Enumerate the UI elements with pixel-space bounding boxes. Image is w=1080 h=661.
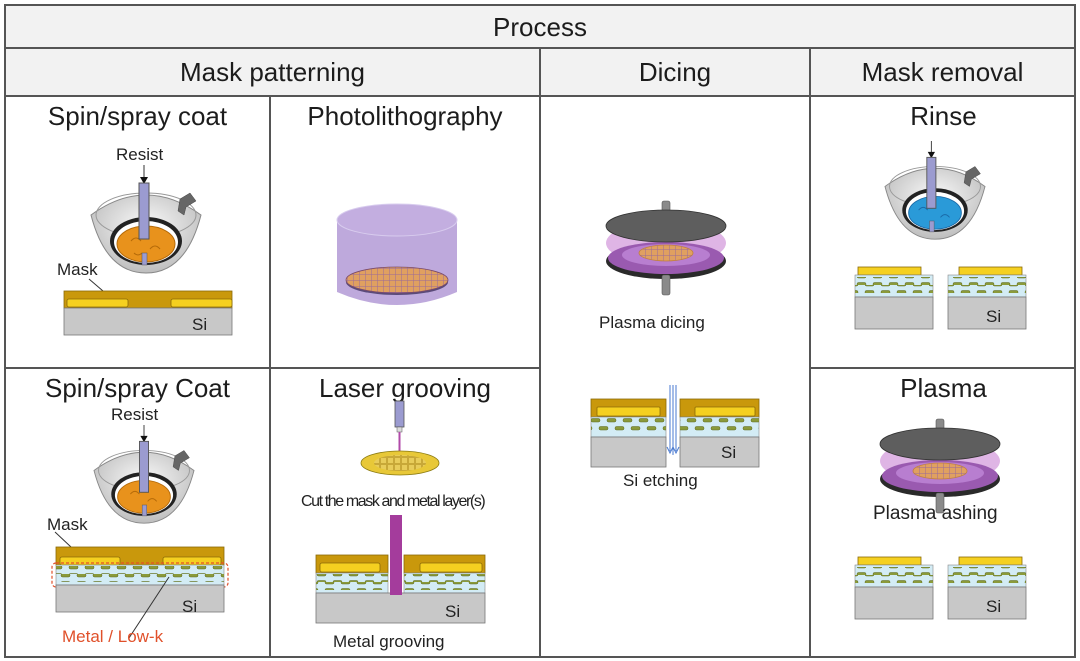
divider <box>809 367 1076 369</box>
metal-grooving-cross-section <box>315 515 486 624</box>
metal-lowk-cross-section <box>51 531 229 639</box>
exposure-chamber-illustration <box>336 203 458 305</box>
mask-label: Mask <box>47 515 88 534</box>
group-label: Dicing <box>638 56 712 87</box>
resist-label: Resist <box>111 405 159 424</box>
cell-plasma-ashing: Plasma Plasma ashing Si <box>811 369 1076 658</box>
rinse-cross-section <box>854 266 1027 330</box>
group-label: Mask patterning <box>180 56 365 87</box>
laser-beam <box>390 515 402 595</box>
group-header-dicing: Dicing <box>541 49 809 95</box>
cell-title: Rinse <box>910 101 977 131</box>
plasma-ashing-label: Plasma ashing <box>873 503 998 524</box>
mask-label: Mask <box>57 260 98 279</box>
group-header-mask-patterning: Mask patterning <box>6 49 539 95</box>
resist-label: Resist <box>116 145 164 164</box>
si-label: Si <box>182 597 198 616</box>
si-etching-cross-section <box>590 385 760 468</box>
si-label: Si <box>445 602 461 621</box>
laser-head-illustration <box>360 400 440 476</box>
etch-arrow-icon <box>666 385 680 455</box>
cell-spin-coat: Spin/spray coat Resist Mask Si <box>6 97 269 367</box>
ashing-cross-section <box>854 556 1027 620</box>
group-header-mask-removal: Mask removal <box>811 49 1074 95</box>
cell-title: Plasma <box>900 373 987 403</box>
mask-cross-section <box>63 278 233 336</box>
arrow-down-icon <box>140 177 148 184</box>
si-label: Si <box>192 315 208 334</box>
process-title: Process <box>493 11 587 42</box>
cell-rinse: Rinse Si <box>811 97 1076 367</box>
exhaust-arrow-icon <box>172 450 190 471</box>
plasma-dicing-label: Plasma dicing <box>599 313 705 332</box>
cell-laser-grooving: Laser grooving Cut the mask and metal la… <box>271 369 539 658</box>
rinse-spinner-illustration <box>884 141 986 240</box>
divider <box>809 47 811 658</box>
cell-dicing: Plasma dicing Si Si etching <box>541 97 809 658</box>
cell-photolithography: Photolithography <box>271 97 539 367</box>
si-label: Si <box>721 443 737 462</box>
group-label: Mask removal <box>861 56 1024 87</box>
si-label: Si <box>986 307 1002 326</box>
cell-title: Laser grooving <box>319 373 491 403</box>
divider <box>269 95 271 658</box>
exhaust-arrow-icon <box>177 192 197 216</box>
divider <box>539 47 541 658</box>
cell-title: Photolithography <box>307 101 503 131</box>
spin-coater-illustration <box>90 165 202 274</box>
laser-caption: Cut the mask and metal layer(s) <box>301 493 486 510</box>
metal-lowk-label: Metal / Low-k <box>62 627 164 646</box>
cell-title: Spin/spray Coat <box>45 373 230 403</box>
si-etching-caption: Si etching <box>623 471 698 490</box>
divider <box>4 367 541 369</box>
plasma-asher-illustration <box>879 418 1001 514</box>
si-label: Si <box>986 597 1002 616</box>
process-header: Process <box>6 6 1074 48</box>
exhaust-arrow-icon <box>963 166 981 187</box>
metal-grooving-caption: Metal grooving <box>333 632 445 651</box>
arrow-down-icon <box>927 151 935 159</box>
arrow-down-icon <box>140 435 148 443</box>
spin-coater-illustration <box>93 425 195 524</box>
cell-spin-coat-metal: Spin/spray Coat Resist Mask Si Metal / L… <box>6 369 269 658</box>
plasma-chamber-illustration <box>605 200 727 296</box>
cell-title: Spin/spray coat <box>47 101 228 131</box>
